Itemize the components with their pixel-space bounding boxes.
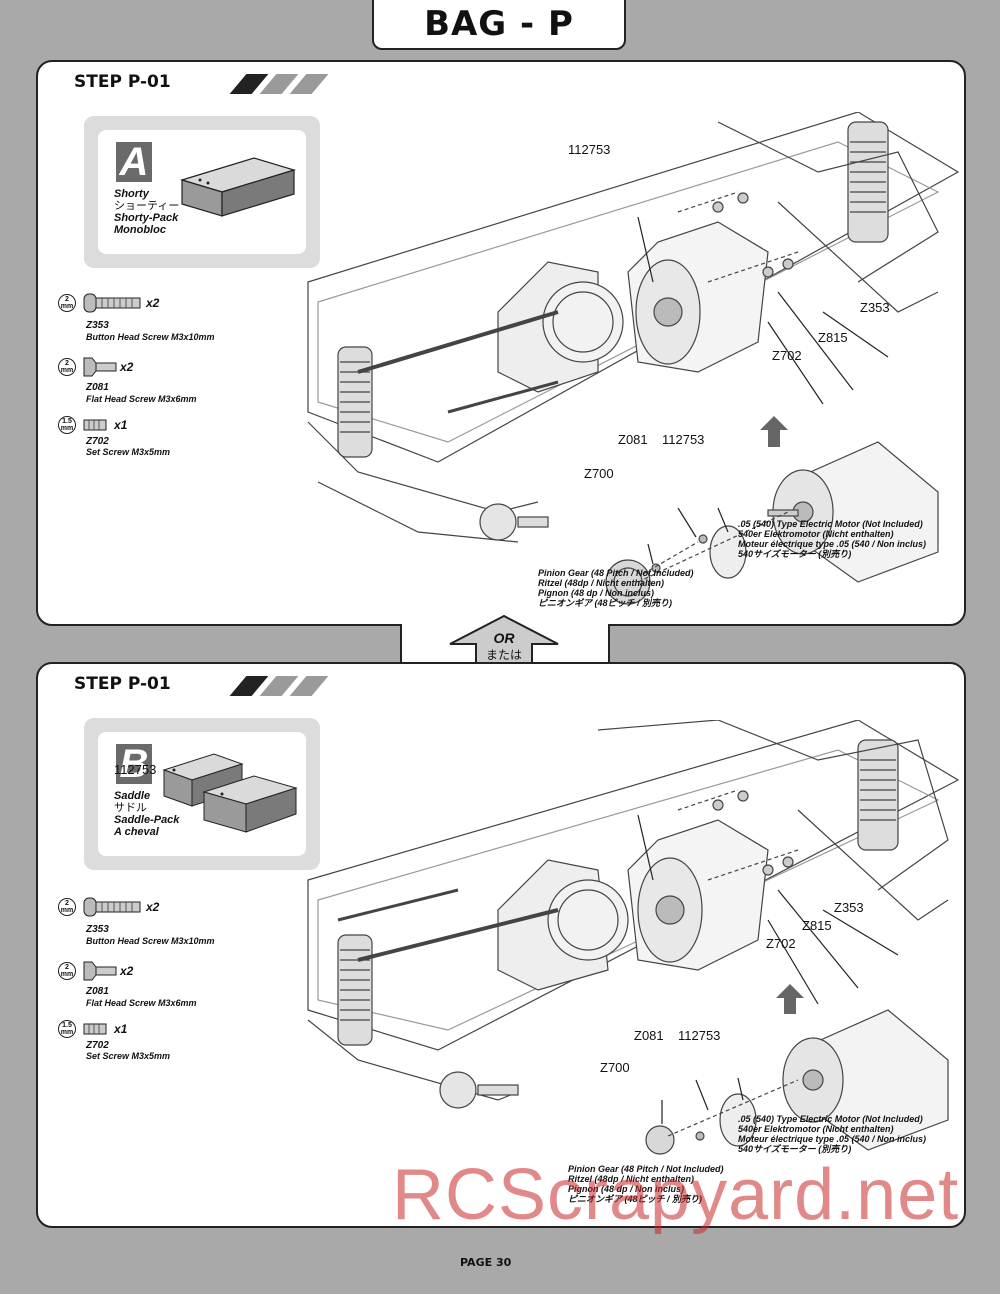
callout-z353: Z353 bbox=[834, 900, 864, 915]
part-qty: x1 bbox=[114, 1022, 128, 1036]
part-code: Z081 bbox=[86, 382, 109, 393]
part-desc: Button Head Screw M3x10mm bbox=[86, 936, 215, 946]
part-qty: x2 bbox=[146, 900, 160, 914]
battery-letter: B bbox=[116, 742, 152, 786]
step-panel-a: STEP P-01 A Shorty ショーティー Shorty-Pack Mo… bbox=[36, 60, 966, 626]
callout-z081: Z081 bbox=[618, 432, 648, 447]
callout-z815: Z815 bbox=[802, 918, 832, 933]
flat-head-screw-icon bbox=[83, 961, 117, 981]
pinion-note: Pinion Gear (48 Pitch / Not Included) Ri… bbox=[538, 568, 694, 608]
part-code: Z702 bbox=[86, 436, 109, 447]
chassis-motor-diagram bbox=[307, 112, 960, 605]
part-code: Z702 bbox=[86, 1040, 109, 1051]
callout-z702: Z702 bbox=[766, 936, 796, 951]
set-screw-icon bbox=[83, 1023, 107, 1035]
part-code: Z353 bbox=[86, 320, 109, 331]
callout-z815: Z815 bbox=[818, 330, 848, 345]
button-head-screw-icon bbox=[83, 293, 141, 313]
step-title: STEP P-01 bbox=[74, 674, 171, 694]
flat-head-screw-icon bbox=[83, 357, 117, 377]
battery-names: Shorty ショーティー Shorty-Pack Monobloc bbox=[114, 188, 180, 236]
part-qty: x2 bbox=[120, 964, 134, 978]
motor-note: .05 (540) Type Electric Motor (Not Inclu… bbox=[738, 1114, 927, 1154]
step-title: STEP P-01 bbox=[74, 72, 171, 92]
callout-z353: Z353 bbox=[860, 300, 890, 315]
saddle-pack-icon bbox=[162, 753, 298, 833]
callout-z700: Z700 bbox=[600, 1060, 630, 1075]
callout-112753: 112753 bbox=[114, 762, 157, 777]
battery-names: Saddle サドル Saddle-Pack A cheval bbox=[114, 790, 180, 838]
battery-pack-icon bbox=[180, 157, 296, 217]
chassis-motor-diagram bbox=[307, 720, 960, 1155]
part-qty: x2 bbox=[146, 296, 160, 310]
button-head-screw-icon bbox=[83, 897, 141, 917]
battery-option-box: B Saddle サドル Saddle-Pack A cheval bbox=[84, 718, 320, 870]
callout-112753: 112753 bbox=[568, 142, 611, 157]
part-desc: Flat Head Screw M3x6mm bbox=[86, 998, 197, 1008]
part-desc: Set Screw M3x5mm bbox=[86, 447, 171, 457]
part-desc: Set Screw M3x5mm bbox=[86, 1051, 171, 1061]
battery-letter: A bbox=[116, 140, 152, 184]
motor-note: .05 (540) Type Electric Motor (Not Inclu… bbox=[738, 519, 927, 559]
battery-option-box: A Shorty ショーティー Shorty-Pack Monobloc bbox=[84, 116, 320, 268]
page-number: PAGE 30 bbox=[460, 1256, 512, 1269]
part-code: Z081 bbox=[86, 986, 109, 997]
watermark: RCScrapyard.net bbox=[392, 1155, 960, 1235]
callout-z702: Z702 bbox=[772, 348, 802, 363]
callout-112753-b: 112753 bbox=[678, 1028, 721, 1043]
callout-z081: Z081 bbox=[634, 1028, 664, 1043]
pinion-note: Pinion Gear (48 Pitch / Not Included) Ri… bbox=[568, 1164, 724, 1204]
step-title-stripes bbox=[229, 74, 329, 94]
callout-112753-b: 112753 bbox=[662, 432, 705, 447]
step-title-stripes bbox=[229, 676, 329, 696]
bag-title: BAG - P bbox=[424, 4, 574, 44]
callout-z700: Z700 bbox=[584, 466, 614, 481]
step-panel-b: STEP P-01 B Saddle サドル Saddle-Pack A che… bbox=[36, 662, 966, 1228]
part-desc: Button Head Screw M3x10mm bbox=[86, 332, 215, 342]
part-code: Z353 bbox=[86, 924, 109, 935]
part-desc: Flat Head Screw M3x6mm bbox=[86, 394, 197, 404]
part-qty: x2 bbox=[120, 360, 134, 374]
part-qty: x1 bbox=[114, 418, 128, 432]
bag-title-tab: BAG - P bbox=[372, 0, 626, 50]
set-screw-icon bbox=[83, 419, 107, 431]
